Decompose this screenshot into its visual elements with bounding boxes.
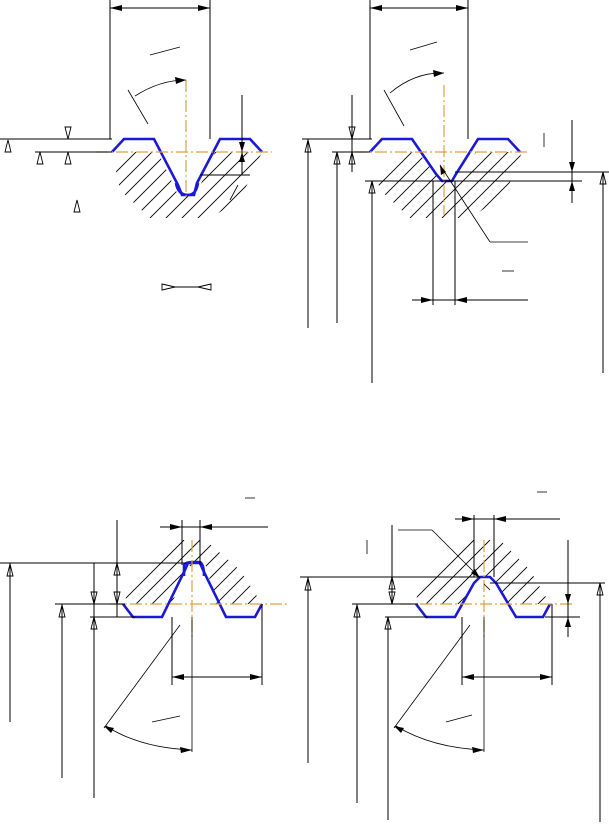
thread-profile — [111, 137, 263, 197]
view-external-thread-crest — [300, 491, 605, 822]
view-external-thread-root — [0, 497, 290, 798]
hatched-section — [125, 540, 262, 604]
root-fillet — [174, 182, 200, 197]
view-internal-thread-root — [0, 0, 272, 291]
thread-profile — [369, 137, 521, 183]
thread-profile — [414, 575, 552, 619]
hatched-section — [370, 152, 522, 218]
view-internal-thread-crest — [302, 0, 609, 383]
